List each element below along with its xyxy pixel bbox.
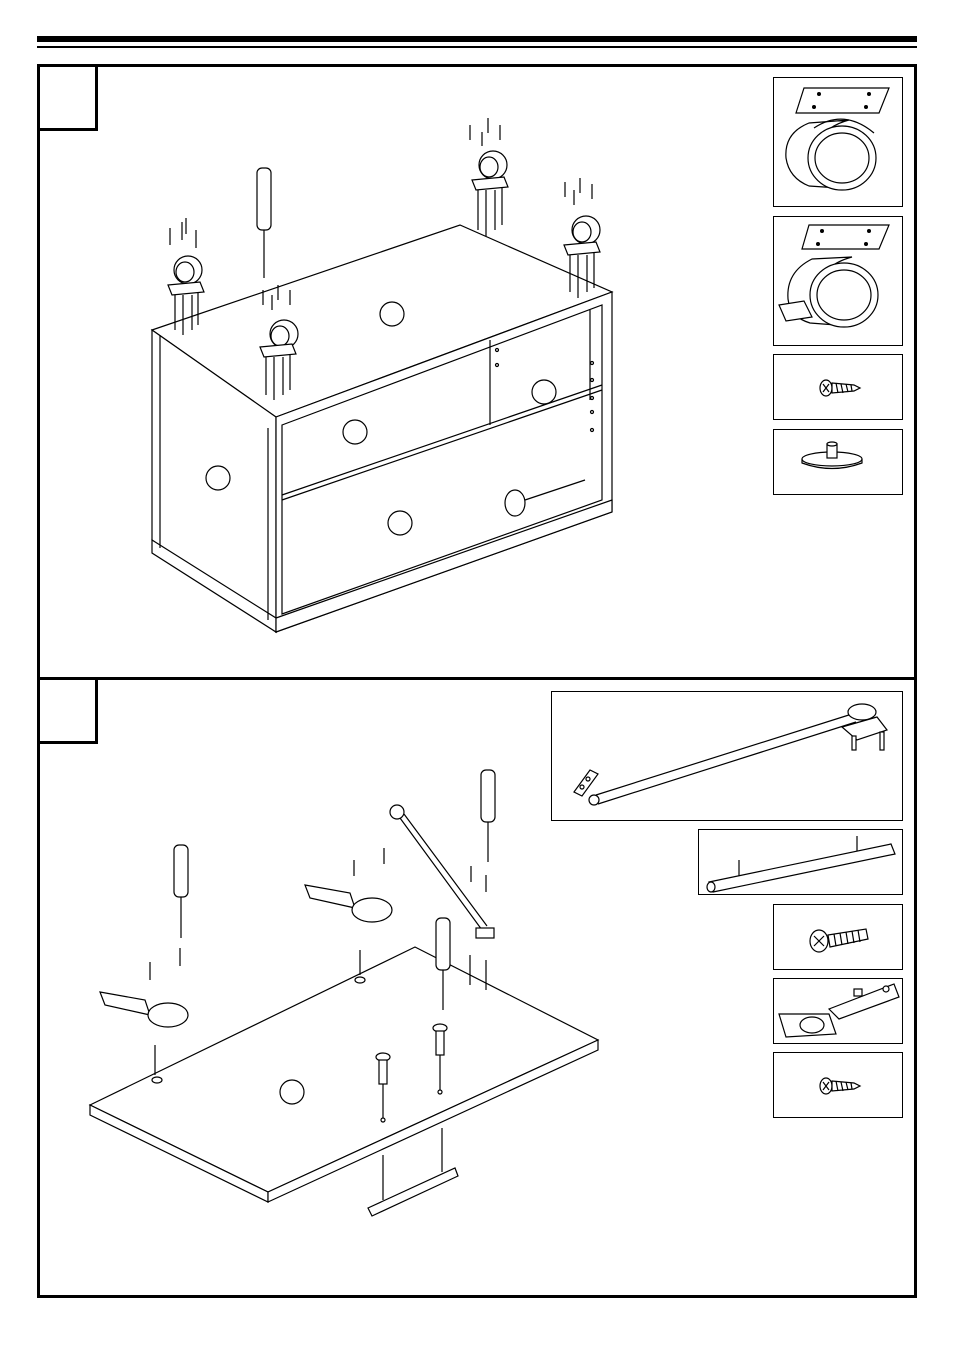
cabinet-drawing [152,225,612,632]
door-panel-drawing [90,947,598,1202]
screwdriver-icon [257,168,271,278]
caster-group-3 [472,151,508,236]
